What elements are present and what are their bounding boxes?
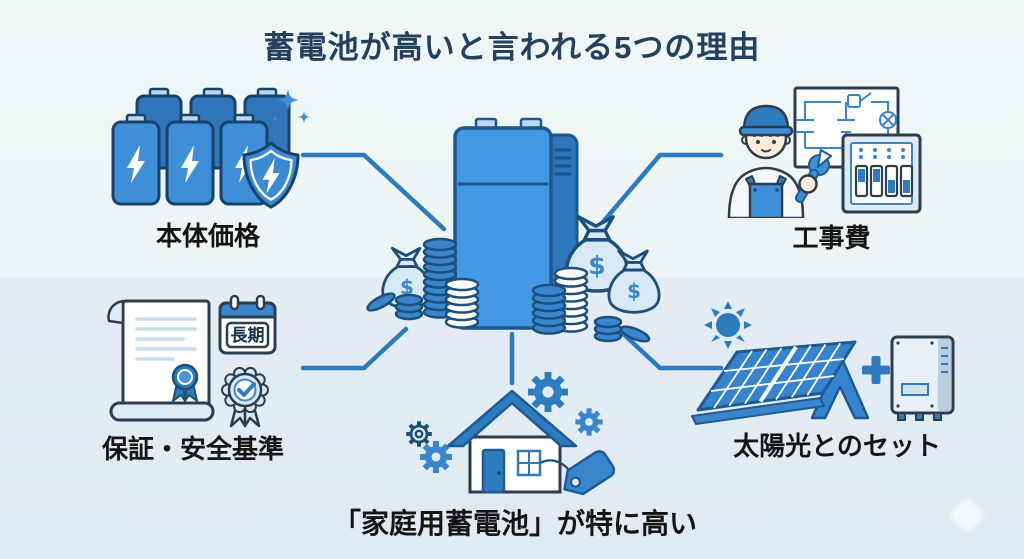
tilted-coin (366, 292, 396, 312)
dollar-sign: $ (627, 279, 641, 303)
shield-icon (242, 141, 300, 209)
connector-top-right (594, 152, 724, 232)
dollar-sign: $ (588, 251, 605, 280)
gear-icon (575, 408, 602, 435)
tilted-coin (619, 325, 651, 343)
sun-icon (704, 301, 752, 349)
storage-battery-money-icon: $ $ $ (366, 117, 661, 343)
gear-icon (420, 441, 452, 473)
panel-stand-icon (810, 352, 870, 420)
house-price-icon (406, 370, 616, 496)
reason-installation-cost: 工事費 (705, 80, 930, 255)
reason-warranty-safety: 長期 保証・安全基準 (102, 293, 285, 466)
money-bag-icon: $ (607, 249, 661, 314)
reason-unit-price: 本体価格 (103, 84, 313, 253)
gear-icon (406, 421, 432, 447)
solar-set-icon (691, 301, 955, 425)
price-tag-icon (563, 450, 616, 496)
money-bag-icon: $ (381, 246, 433, 309)
plus-icon (862, 356, 890, 384)
coin-stack-icon (531, 266, 651, 343)
connector-bottom-left (300, 326, 409, 371)
house-icon (446, 389, 578, 494)
dollar-sign: $ (400, 275, 414, 299)
reason-home-battery: 「家庭用蓄電池」が特に高い (333, 370, 697, 542)
award-badge-icon (221, 366, 269, 428)
inverter-icon (890, 335, 955, 421)
connector-top-left (300, 152, 447, 232)
checkmark-icon (237, 382, 256, 397)
money-bag-icon: $ (564, 215, 630, 293)
electrician-icon (727, 86, 922, 218)
battery-vents (554, 148, 572, 176)
calendar-badge-text: 長期 (231, 326, 265, 345)
worker-hand (798, 174, 818, 194)
reason-label-installation-cost: 工事費 (792, 223, 871, 253)
breaker-switches (854, 164, 914, 198)
worker-icon (727, 104, 833, 218)
reason-solar-bundle: 太陽光とのセット (688, 292, 960, 463)
reason-label-solar-bundle: 太陽光とのセット (733, 431, 941, 461)
battery-pack-icon (111, 87, 311, 209)
calendar-icon: 長期 (218, 294, 277, 355)
reason-label-home-battery: 「家庭用蓄電池」が特に高い (333, 508, 698, 539)
house-door (481, 448, 506, 494)
house-roof (446, 389, 578, 448)
connector-bottom-right (615, 326, 724, 371)
reason-label-warranty-safety: 保証・安全基準 (102, 434, 285, 464)
breaker-panel-icon (841, 133, 922, 214)
reason-label-unit-price: 本体価格 (155, 221, 260, 251)
page-title: 蓄電池が高いと言われる5つの理由 (263, 30, 761, 65)
certificate-icon: 長期 (107, 294, 277, 428)
scroll-certificate-icon (107, 299, 215, 422)
coin-stack-icon (366, 237, 480, 329)
ribbon-seal-icon (171, 363, 199, 402)
gear-icon (528, 372, 568, 412)
storage-battery-icon (453, 117, 579, 330)
worker-cap (742, 104, 790, 132)
solar-panel-icon (691, 340, 857, 425)
